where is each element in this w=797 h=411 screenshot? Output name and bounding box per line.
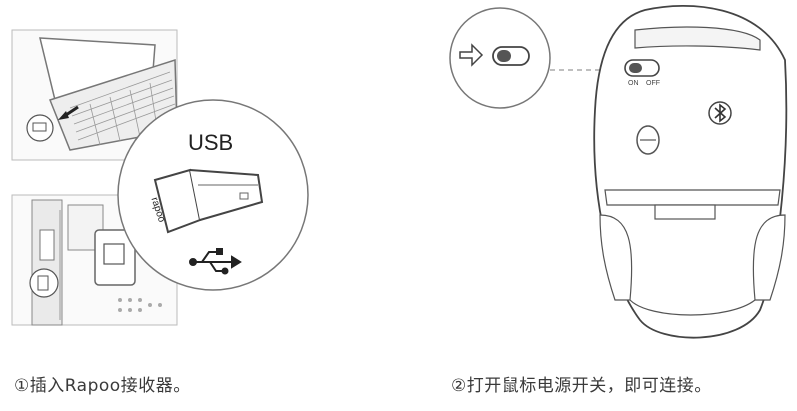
receiver-illustration: USB rapoo xyxy=(0,0,330,345)
mouse-illustration-svg xyxy=(449,5,788,339)
bluetooth-icon xyxy=(714,103,727,123)
mouse-illustration: ON OFF xyxy=(440,0,797,345)
power-switch xyxy=(624,59,660,77)
usb-symbol-icon xyxy=(189,248,242,275)
step1-caption: ①插入Rapoo接收器。 xyxy=(14,376,191,396)
bluetooth-button xyxy=(708,101,732,125)
switch-off-label: OFF xyxy=(646,80,660,87)
sensor xyxy=(636,125,660,155)
laptop-image xyxy=(11,29,178,161)
receiver-illustration-svg xyxy=(11,29,309,326)
switch-zoom xyxy=(449,7,551,109)
switch-on-label: ON xyxy=(628,80,639,87)
usb-receiver-zoom xyxy=(117,99,309,291)
mouse-body xyxy=(593,5,788,339)
step2-caption: ②打开鼠标电源开关，即可连接。 xyxy=(451,376,712,396)
usb-label: USB xyxy=(188,130,234,155)
